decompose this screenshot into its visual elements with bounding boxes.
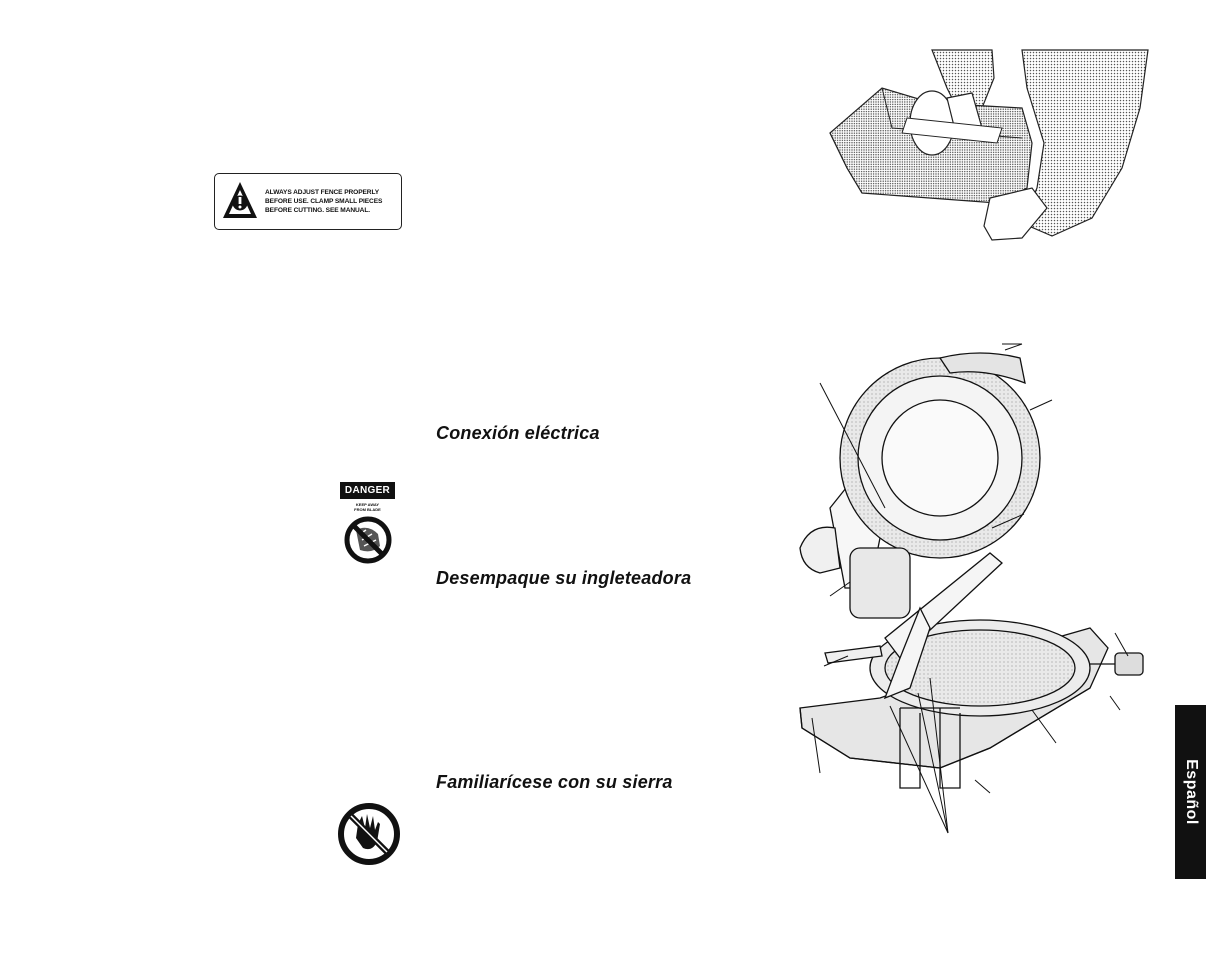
danger-line-2: FROM BLADE [354,506,381,512]
language-tab: Español [1175,705,1206,879]
danger-sign-subtext: KEEP AWAY FROM BLADE [336,502,399,512]
warning-line-1: ALWAYS ADJUST FENCE PROPERLY [265,189,380,196]
no-hands-near-blade-icon [344,516,392,564]
language-tab-label: Español [1182,759,1200,825]
heading-unpack-saw: Desempaque su ingleteadora [436,568,692,588]
warning-label: ALWAYS ADJUST FENCE PROPERLY BEFORE USE.… [214,173,402,230]
danger-sign-header: DANGER [340,482,395,499]
danger-line-1: KEEP AWAY [355,502,380,507]
warning-line-3: BEFORE CUTTING. SEE MANUAL. [265,207,370,214]
unpacking-illustration [829,49,1149,241]
heading-electrical-connection: Conexión eléctrica [436,423,600,443]
no-hand-icon [338,803,400,865]
warning-triangle-icon [223,182,257,218]
warning-line-2: BEFORE USE. CLAMP SMALL PIECES [265,198,383,205]
miter-saw-illustration [799,343,1144,834]
heading-familiarize-saw: Familiarícese con su sierra [436,772,673,792]
warning-label-text: ALWAYS ADJUST FENCE PROPERLY BEFORE USE.… [265,188,401,215]
